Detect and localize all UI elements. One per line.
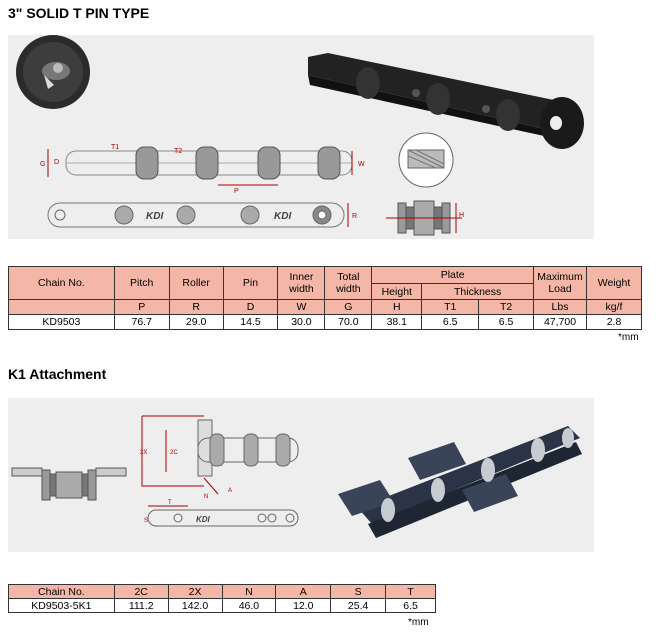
- table-row: KD9503 76.7 29.0 14.5 30.0 70.0 38.1 6.5…: [8, 314, 642, 330]
- label-g: G: [40, 161, 45, 168]
- label-2x: 2X: [140, 450, 147, 456]
- header-plate: Plate: [371, 266, 535, 284]
- chain-side-view-drawing: [47, 146, 353, 186]
- label-r: R: [352, 213, 357, 220]
- label-t: T: [168, 500, 172, 506]
- header-total-width: Total width: [324, 266, 373, 300]
- header-pin: Pin: [222, 266, 279, 300]
- label-n: N: [204, 494, 208, 500]
- symbol-g: G: [324, 299, 373, 315]
- pin-closeup-photo: [16, 35, 90, 109]
- symbol-h: H: [371, 299, 423, 315]
- subheader-blank: [8, 299, 115, 315]
- cell-roller: 29.0: [168, 314, 224, 330]
- symbol-t1: T1: [421, 299, 480, 315]
- k1-header-2c: 2C: [113, 584, 169, 599]
- spec-table-kd9503: Chain No. Pitch Roller Pin Inner width T…: [8, 266, 642, 330]
- symbol-w: W: [277, 299, 326, 315]
- chain-drawings-1: T1 T2 G D W P KDI KDI R: [16, 35, 584, 236]
- k1-chain-3d-photo: [338, 426, 582, 538]
- chain-3d-photo: [308, 53, 584, 149]
- cell-total-width: 70.0: [324, 314, 373, 330]
- label-h: H: [459, 212, 464, 219]
- section-title-solid-t-pin: 3" SOLID T PIN TYPE: [8, 5, 150, 21]
- pin-detail-drawing: [398, 132, 454, 188]
- cell-inner-width: 30.0: [277, 314, 326, 330]
- k1-header-t: T: [385, 584, 436, 599]
- k1-cell-s: 25.4: [330, 598, 387, 613]
- header-chain-no: Chain No.: [8, 266, 115, 300]
- cell-pin: 14.5: [222, 314, 279, 330]
- k1-cell-2x: 142.0: [167, 598, 223, 613]
- header-thickness: Thickness: [421, 283, 535, 300]
- k1-header-n: N: [221, 584, 277, 599]
- label-2c: 2C: [170, 450, 178, 456]
- cell-height: 38.1: [371, 314, 423, 330]
- header-height: Height: [371, 283, 423, 300]
- symbol-r: R: [168, 299, 224, 315]
- unit-note-1: *mm: [618, 332, 639, 343]
- attachment-end-view-drawing: [11, 467, 127, 501]
- spec-table-kd9503-5k1: Chain No. 2C 2X N A S T KD9503-5K1 111.2…: [8, 584, 436, 613]
- cell-t1: 6.5: [421, 314, 480, 330]
- label-p: P: [234, 188, 239, 195]
- cell-weight: 2.8: [586, 314, 642, 330]
- k1-cell-n: 46.0: [221, 598, 277, 613]
- k1-cell-a: 12.0: [275, 598, 332, 613]
- label-a: A: [228, 488, 232, 494]
- cell-max-load: 47,700: [533, 314, 587, 330]
- header-maximum-load: Maximum Load: [533, 266, 587, 300]
- chain-drawings-2: 2X 2C N A T S KDI: [11, 415, 582, 538]
- header-roller: Roller: [168, 266, 224, 300]
- section-title-k1-attachment: K1 Attachment: [8, 366, 107, 382]
- label-s: S: [144, 518, 148, 524]
- cell-pitch: 76.7: [113, 314, 170, 330]
- cell-t2: 6.5: [478, 314, 535, 330]
- k1-header-a: A: [275, 584, 332, 599]
- k1-cell-2c: 111.2: [113, 598, 169, 613]
- label-w: W: [358, 161, 365, 168]
- plate-brand-1: KDI: [146, 211, 163, 222]
- plate-brand-2: KDI: [274, 211, 291, 222]
- symbol-lbs: Lbs: [533, 299, 587, 315]
- attachment-top-view-drawing: [141, 415, 299, 495]
- symbol-p: P: [113, 299, 170, 315]
- product-image-panel-1: T1 T2 G D W P KDI KDI R: [8, 35, 594, 239]
- k1-cell-chain-no: KD9503-5K1: [8, 598, 115, 613]
- plate-brand-k1: KDI: [196, 515, 211, 524]
- attachment-plate-view-drawing: [147, 505, 299, 527]
- unit-note-2: *mm: [408, 617, 429, 628]
- table-row: KD9503-5K1 111.2 142.0 46.0 12.0 25.4 6.…: [8, 598, 436, 613]
- k1-header-2x: 2X: [167, 584, 223, 599]
- roller-cross-section-drawing: [386, 200, 462, 236]
- product-image-panel-2: 2X 2C N A T S KDI: [8, 398, 594, 552]
- label-d: D: [54, 159, 59, 166]
- symbol-t2: T2: [478, 299, 535, 315]
- k1-cell-t: 6.5: [385, 598, 436, 613]
- k1-header-chain-no: Chain No.: [8, 584, 115, 599]
- header-pitch: Pitch: [113, 266, 170, 300]
- symbol-d: D: [222, 299, 279, 315]
- header-weight: Weight: [586, 266, 642, 300]
- k1-header-s: S: [330, 584, 387, 599]
- label-t1: T1: [111, 144, 119, 151]
- cell-chain-no: KD9503: [8, 314, 115, 330]
- symbol-kgf: kg/f: [586, 299, 642, 315]
- header-inner-width: Inner width: [277, 266, 326, 300]
- label-t2: T2: [174, 148, 182, 155]
- chain-plate-view-drawing: [47, 202, 349, 228]
